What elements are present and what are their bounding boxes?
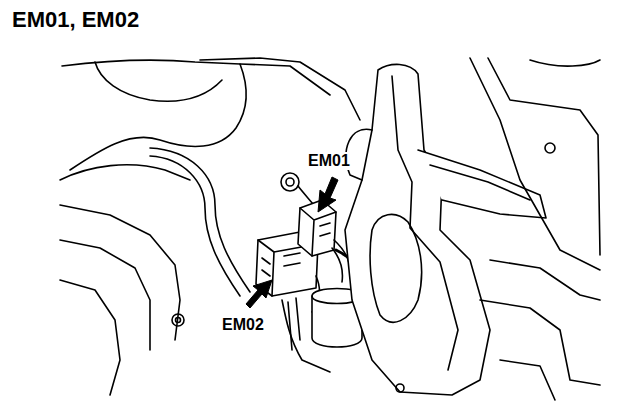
frame-line: [60, 240, 150, 350]
frame-line: [60, 280, 120, 395]
frame-line: [60, 205, 180, 340]
bolt: [396, 384, 404, 392]
connector-body: [298, 200, 336, 256]
frame-line: [500, 360, 555, 400]
frame-line: [488, 58, 600, 255]
body-panel: [62, 60, 246, 170]
frame-line: [480, 300, 600, 385]
frame-line: [200, 58, 360, 120]
support-bracket: [418, 150, 546, 218]
frame-line: [530, 60, 600, 66]
connector-body: [300, 208, 336, 256]
wire-harness: [150, 148, 250, 292]
callout-arrow: [246, 280, 272, 308]
body-panel: [60, 165, 190, 180]
support-bracket: [392, 76, 458, 370]
grommet: [281, 173, 299, 191]
wire-harness: [150, 156, 240, 296]
connector-detail: [262, 253, 300, 276]
diagram-title: EM01, EM02: [12, 8, 139, 32]
support-bracket: [430, 165, 530, 200]
callout-arrow: [318, 177, 338, 212]
frame-line: [240, 64, 330, 95]
connector-detail: [320, 223, 330, 236]
wire: [282, 300, 330, 372]
bracket-hole: [370, 214, 422, 322]
body-panel: [95, 62, 222, 101]
bolt: [172, 314, 184, 326]
support-bracket: [345, 64, 490, 395]
bolt: [545, 143, 555, 153]
bolt: [176, 318, 181, 323]
connector-label: EM02: [220, 316, 266, 334]
frame-line: [470, 58, 600, 270]
frame-line: [490, 260, 600, 300]
grommet: [286, 178, 294, 186]
connector-label: EM01: [306, 152, 352, 170]
